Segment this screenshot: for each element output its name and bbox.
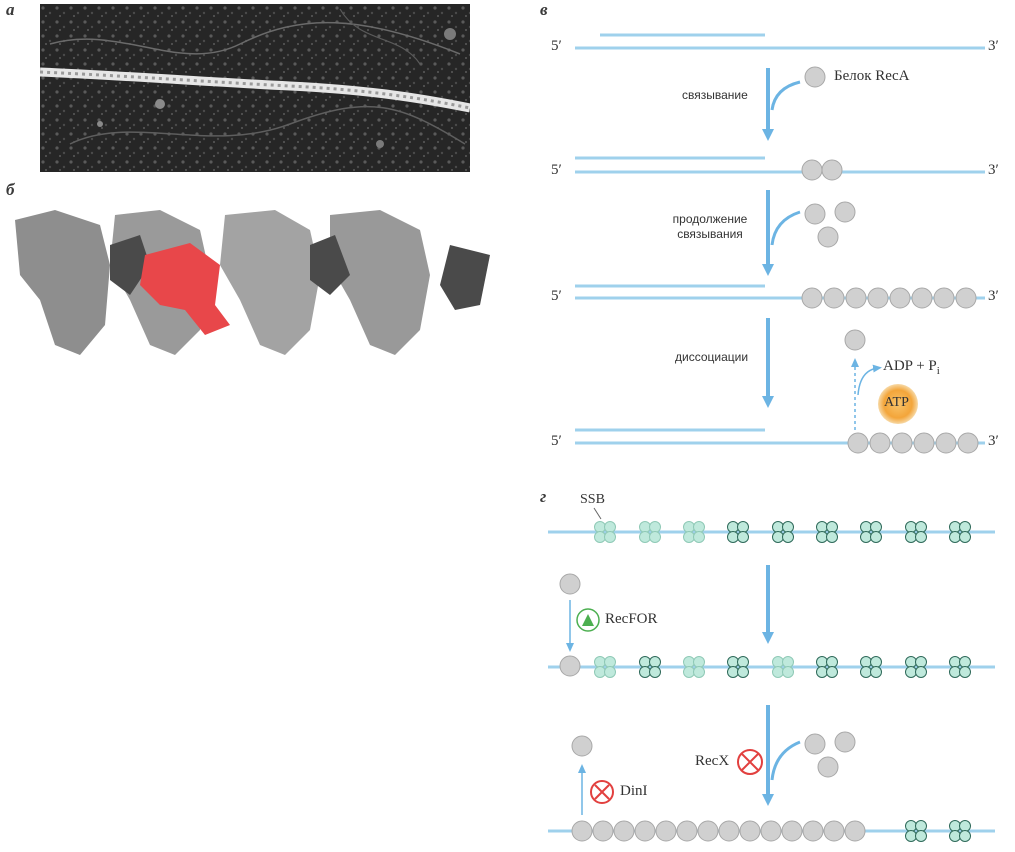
atp-sphere-icon xyxy=(878,384,918,424)
recA-monomer-icon xyxy=(802,820,824,842)
ssb-tetramer-icon xyxy=(949,820,971,842)
ssb-tetramer-icon xyxy=(816,656,838,678)
ssb-tetramer-icon xyxy=(683,656,705,678)
three-prime-1: 3′ xyxy=(988,38,999,54)
label-recx: RecX xyxy=(695,753,730,769)
label-ssb: SSB xyxy=(580,492,605,507)
recA-monomer-icon xyxy=(718,820,740,842)
ssb-tetramer-icon xyxy=(727,521,749,543)
ssb-tetramer-icon xyxy=(772,656,794,678)
ssb-tetramer-icon xyxy=(639,656,661,678)
dna-row-2 xyxy=(575,156,985,181)
label-dini: DinI xyxy=(620,783,648,799)
recA-filament-model xyxy=(10,205,500,370)
recA-monomer-icon xyxy=(571,820,593,842)
electron-micrograph xyxy=(40,4,470,172)
ssb-tetramer-icon xyxy=(949,521,971,543)
three-prime-4: 3′ xyxy=(988,433,999,449)
ssb-tetramers-row-1 xyxy=(594,521,971,543)
label-continued-binding: продолжение связывания xyxy=(672,212,748,241)
ssb-tetramer-icon xyxy=(949,656,971,678)
recA-monomer-icon xyxy=(634,820,656,842)
recA-monomer-icon xyxy=(655,820,677,842)
dna-row-4 xyxy=(575,428,985,454)
ssb-tetramer-icon xyxy=(905,656,927,678)
three-prime-3: 3′ xyxy=(988,288,999,304)
recA-monomer-icon xyxy=(781,820,803,842)
five-prime-2: 5′ xyxy=(551,162,562,178)
ssb-tetramer-icon xyxy=(639,521,661,543)
label-recA-protein: Белок RecA xyxy=(834,68,910,84)
micrograph-image xyxy=(40,4,470,172)
arrow-binding-join xyxy=(770,80,801,111)
label-recfor: RecFOR xyxy=(605,611,658,627)
label-binding: связывание xyxy=(682,88,748,102)
ssb-tetramer-icon xyxy=(860,656,882,678)
panel-label-a: а xyxy=(6,0,15,19)
ssb-tetramers-row-2 xyxy=(594,656,971,678)
ssb-tetramer-icon xyxy=(772,521,794,543)
five-prime-3: 5′ xyxy=(551,288,562,304)
five-prime-1: 5′ xyxy=(551,38,562,54)
recA-monomer-icon xyxy=(613,820,635,842)
dna-row-3 xyxy=(575,284,985,309)
ssb-tetramer-icon xyxy=(860,521,882,543)
ssb-tetramer-icon xyxy=(683,521,705,543)
recA-monomer-icon xyxy=(676,820,698,842)
ssb-tetramers-row-3 xyxy=(905,820,971,842)
ssb-tetramer-icon xyxy=(905,820,927,842)
recA-monomer-icon xyxy=(697,820,719,842)
label-dissociation: диссоциации xyxy=(675,350,749,364)
ssb-tetramer-icon xyxy=(594,521,616,543)
ssb-tetramer-icon xyxy=(816,521,838,543)
label-atp: ATP xyxy=(884,395,909,410)
five-prime-4: 5′ xyxy=(551,433,562,449)
three-prime-2: 3′ xyxy=(988,162,999,178)
filament-model-image xyxy=(15,210,490,355)
recx-inhibitor-icon xyxy=(737,749,763,775)
panel-label-g: г xyxy=(540,487,547,506)
recA-monomer-icon xyxy=(739,820,761,842)
recA-monomer-icon xyxy=(804,66,826,88)
recA-monomer-icon xyxy=(823,820,845,842)
released-recA-icon xyxy=(844,329,866,351)
recA-monomer-icon xyxy=(844,820,866,842)
recA-monomer-icon xyxy=(760,820,782,842)
dna-row-1 xyxy=(575,33,985,50)
ssb-tetramer-icon xyxy=(905,521,927,543)
recA-filament-row-3 xyxy=(571,820,866,842)
ssb-tetramer-icon xyxy=(727,656,749,678)
highlighted-recA-monomer xyxy=(140,243,230,335)
recA-monomer-icon xyxy=(592,820,614,842)
label-adp-pi: ADP + Pi xyxy=(883,358,940,377)
panel-label-b: б xyxy=(6,180,15,199)
dini-inhibitor-icon xyxy=(590,780,614,804)
ssb-tetramer-icon xyxy=(594,656,616,678)
panel-label-v: в xyxy=(540,0,548,19)
